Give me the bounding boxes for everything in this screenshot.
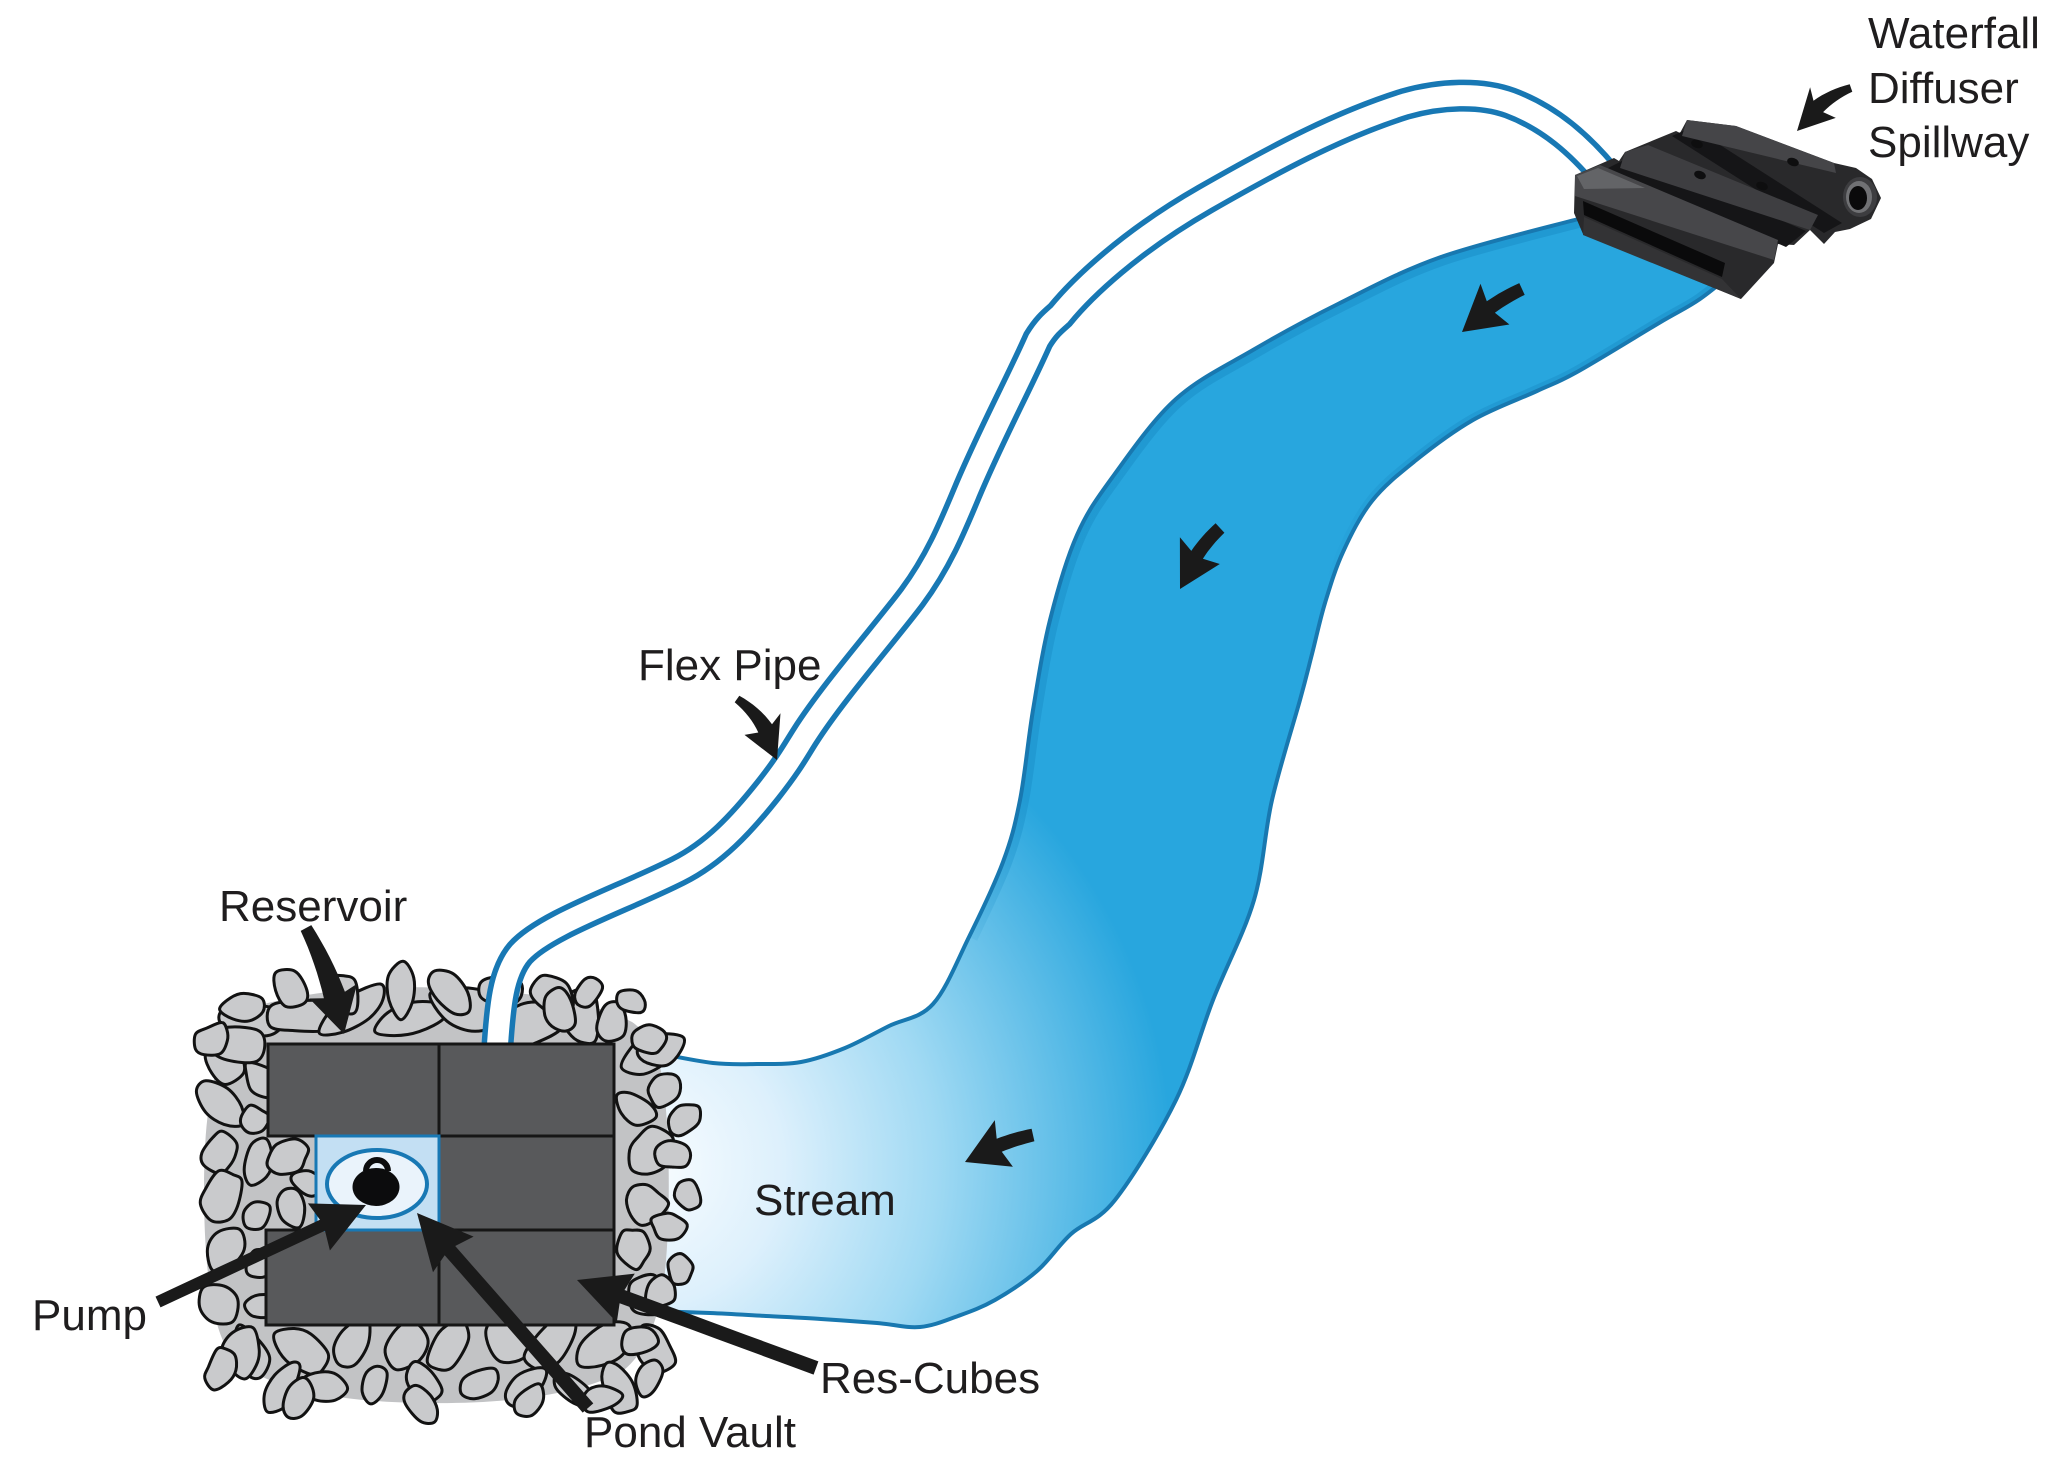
svg-text:Flex Pipe: Flex Pipe: [638, 641, 821, 690]
svg-text:Pump: Pump: [32, 1291, 147, 1340]
svg-text:Diffuser: Diffuser: [1868, 64, 2019, 113]
svg-text:Waterfall: Waterfall: [1868, 9, 2040, 58]
svg-text:Stream: Stream: [754, 1176, 896, 1225]
svg-text:Res-Cubes: Res-Cubes: [820, 1354, 1040, 1403]
svg-text:Spillway: Spillway: [1868, 118, 2029, 167]
svg-text:Reservoir: Reservoir: [219, 882, 407, 931]
svg-text:Pond Vault: Pond Vault: [584, 1408, 796, 1457]
